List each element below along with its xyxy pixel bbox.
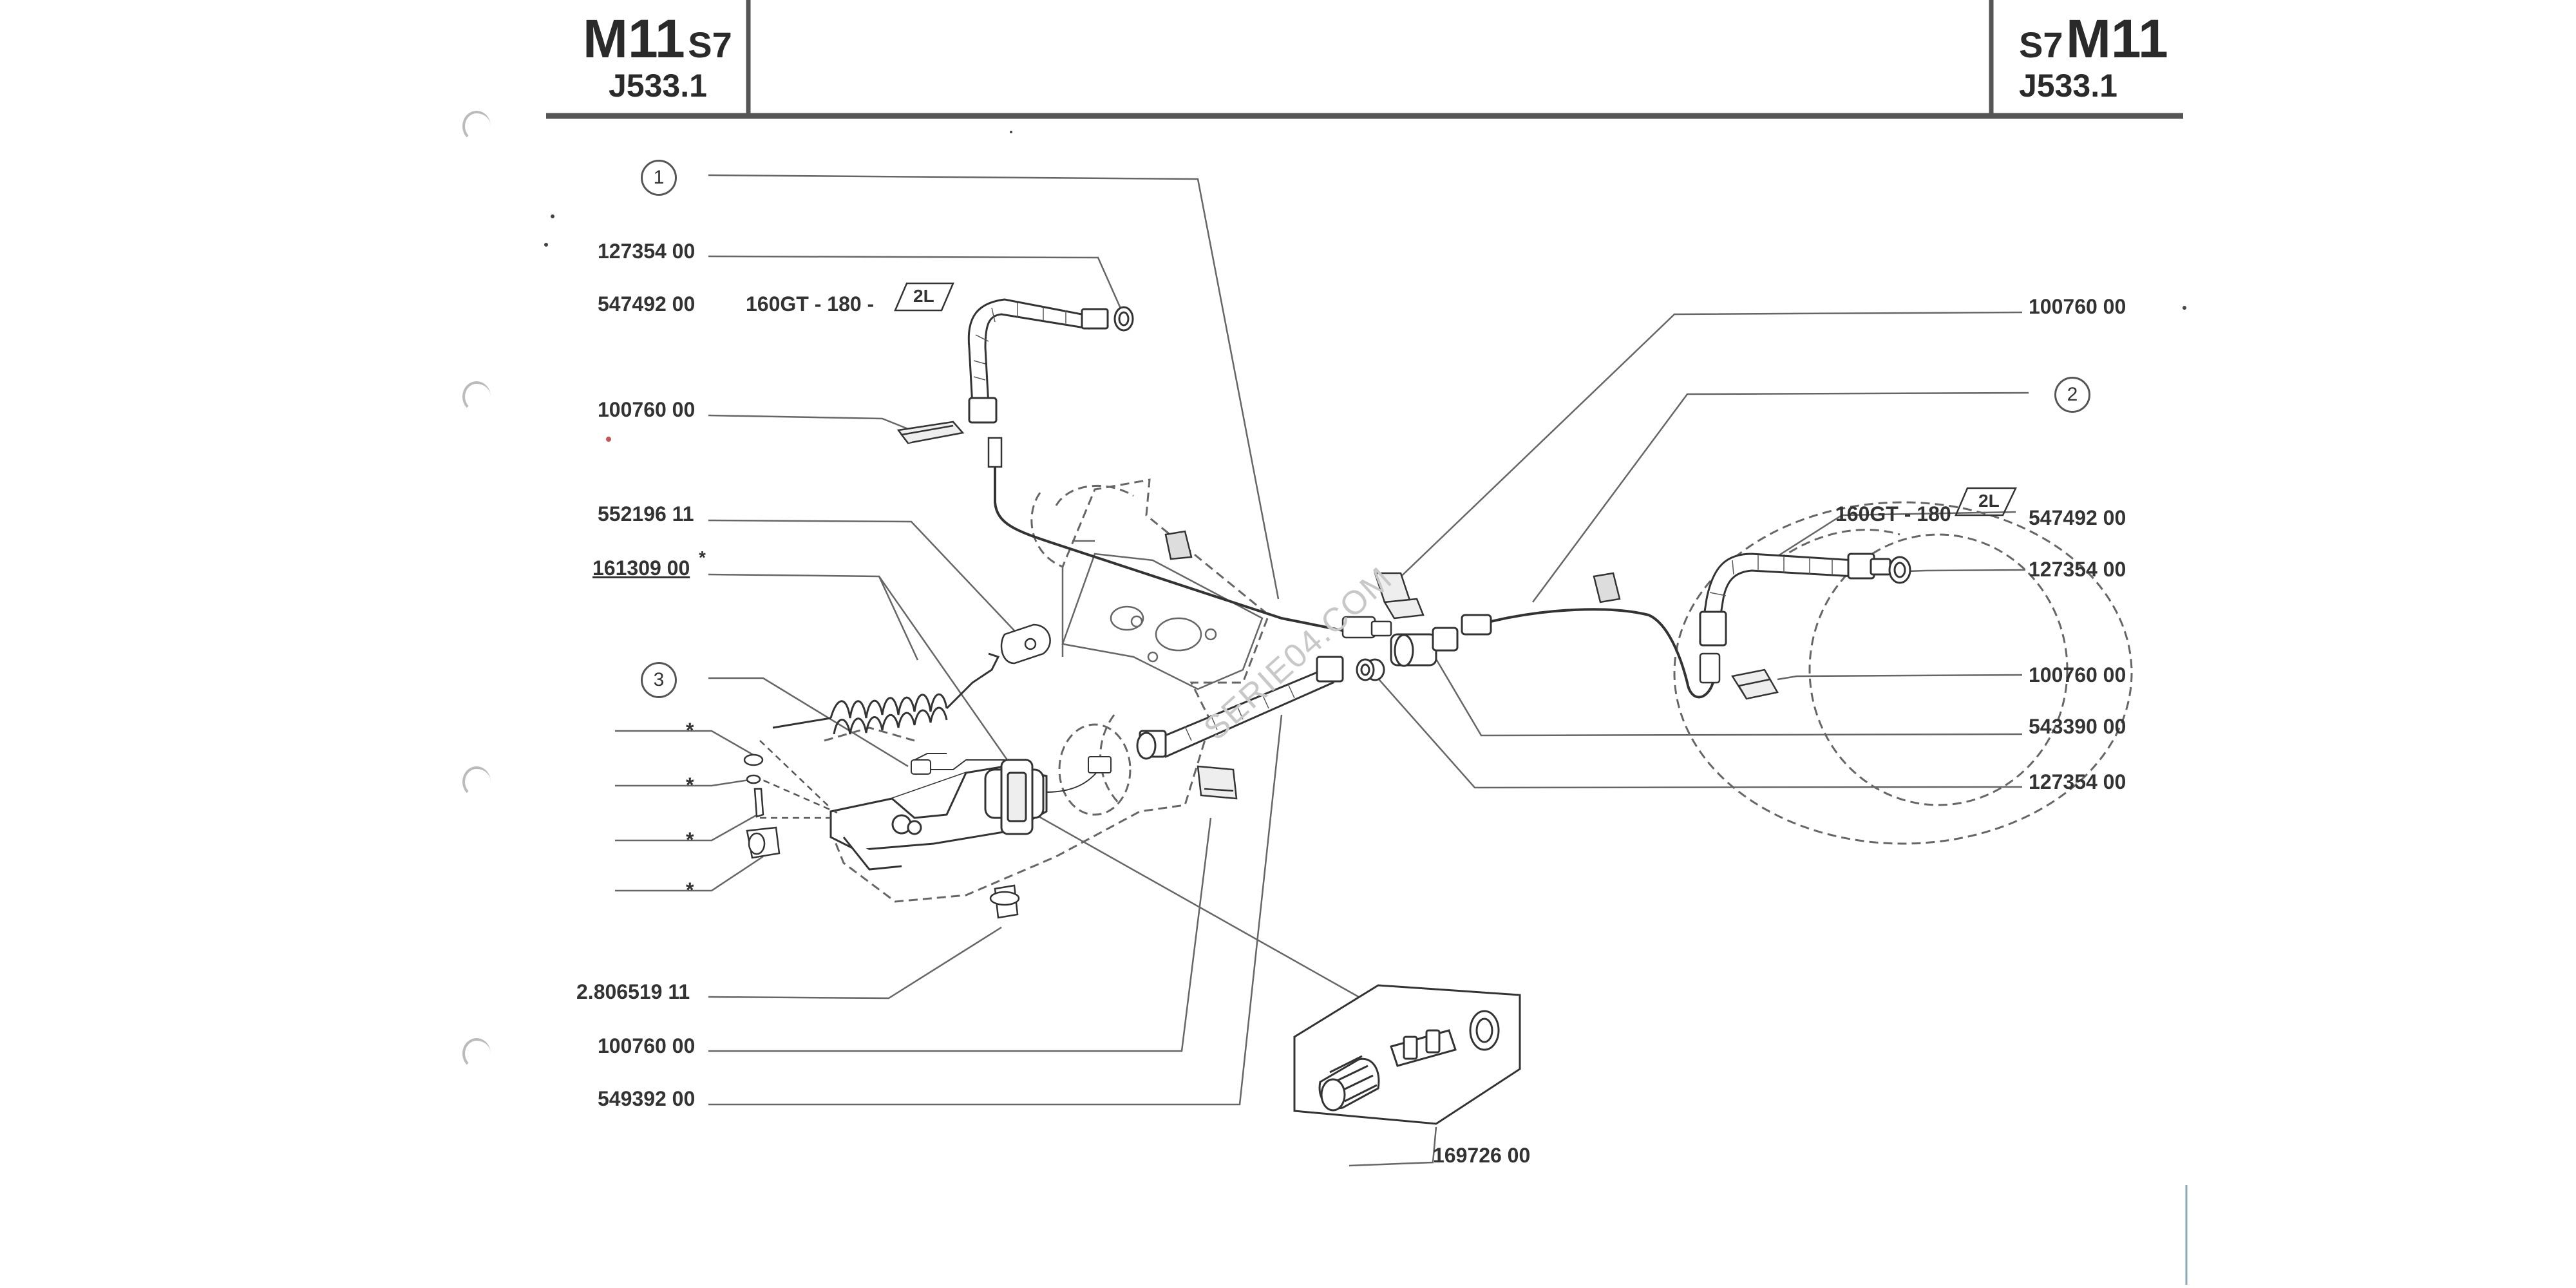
header-right-prefix: S7 [2019,24,2063,65]
header-right-model: M11 [2065,8,2168,69]
header-left-model: M11 [583,8,685,69]
central-hose-texture [1184,683,1295,741]
part-label-100760-left-bottom: 100760 00 [598,1034,696,1057]
part-label-100760-right-bottom: 100760 00 [2029,663,2126,687]
hose-retaining-clip-centre [1197,572,1425,800]
wheel-drum-outline [1673,501,2133,845]
part-label-100760-right-top: 100760 00 [2029,295,2126,318]
part-label-100760-left-top: 100760 00 [598,398,696,421]
asterisk-part-4: * [686,878,694,902]
left-rigid-pipe [987,437,1363,636]
right-hose-texture [1709,555,1833,596]
binder-hole-mark-3 [462,766,491,797]
variant-label-160gt-left: 160GT - 180 - [746,292,875,316]
header-left-ref: J533.1 [609,68,707,104]
leader-lines-left [615,174,1437,1167]
reference-circle-1: 1 [641,160,677,196]
left-hose-texture [973,303,1066,381]
limiter-small-parts [743,753,1020,919]
asterisk-mark-161309: * [699,547,706,567]
hose-retaining-clip-right [1730,668,1779,700]
variant-box-2l-right: 2L [1978,491,2000,511]
right-flexible-hose [1699,553,1911,647]
part-label-547492-right: 547492 00 [2029,506,2126,529]
2l-label-boxes [894,282,2017,516]
central-flexible-hose [1136,656,1344,760]
spring-bracket [1000,623,1051,665]
part-label-127354-right-bottom: 127354 00 [2029,770,2126,793]
scan-specks-dark [544,131,2186,310]
part-label-127354-right-top: 127354 00 [2029,558,2126,581]
variant-label-160gt-right: 160GT - 180 [1835,502,1951,526]
binder-hole-mark-2 [462,381,491,412]
limiter-spring [772,652,1000,735]
left-pipe-union [1341,616,1392,639]
loose-clip-pads [1164,530,1621,603]
part-label-547492: 547492 00 [598,292,696,316]
header-left-suffix: S7 [688,24,732,65]
header-right-ref: J533.1 [2019,68,2117,104]
reference-circle-3: 3 [641,662,677,698]
leader-lines-right [1374,311,2029,789]
hose-retaining-clip-left [896,421,965,444]
binder-hole-mark-1 [462,111,491,142]
brake-pressure-limiter [829,759,1048,871]
repair-kit-inset [1293,984,1521,1125]
scan-specks [606,437,611,442]
part-label-169726: 169726 00 [1433,1144,1531,1167]
asterisk-part-1: * [686,719,694,742]
reference-circle-2: 2 [2054,377,2090,413]
limiter-dashed-links [753,740,838,819]
part-label-806519: 2.806519 11 [576,980,690,1003]
left-flexible-hose [967,298,1134,424]
right-rigid-pipe [1490,608,1714,699]
limiter-lines [911,753,1112,793]
asterisk-part-2: * [686,773,694,797]
part-label-127354: 127354 00 [598,240,696,263]
asterisk-part-3: * [686,828,694,851]
part-label-552196: 552196 11 [598,502,694,526]
engine-block-details [1061,540,1264,690]
binder-hole-mark-4 [462,1038,491,1069]
part-label-549392: 549392 00 [598,1087,696,1110]
copper-seals [1356,658,1375,681]
header-rules [546,0,2188,1285]
variant-box-2l-left: 2L [913,286,934,306]
part-label-543390: 543390 00 [2029,715,2126,738]
part-label-161309: 161309 00 [592,556,690,580]
right-pipe-union [1699,652,1721,684]
